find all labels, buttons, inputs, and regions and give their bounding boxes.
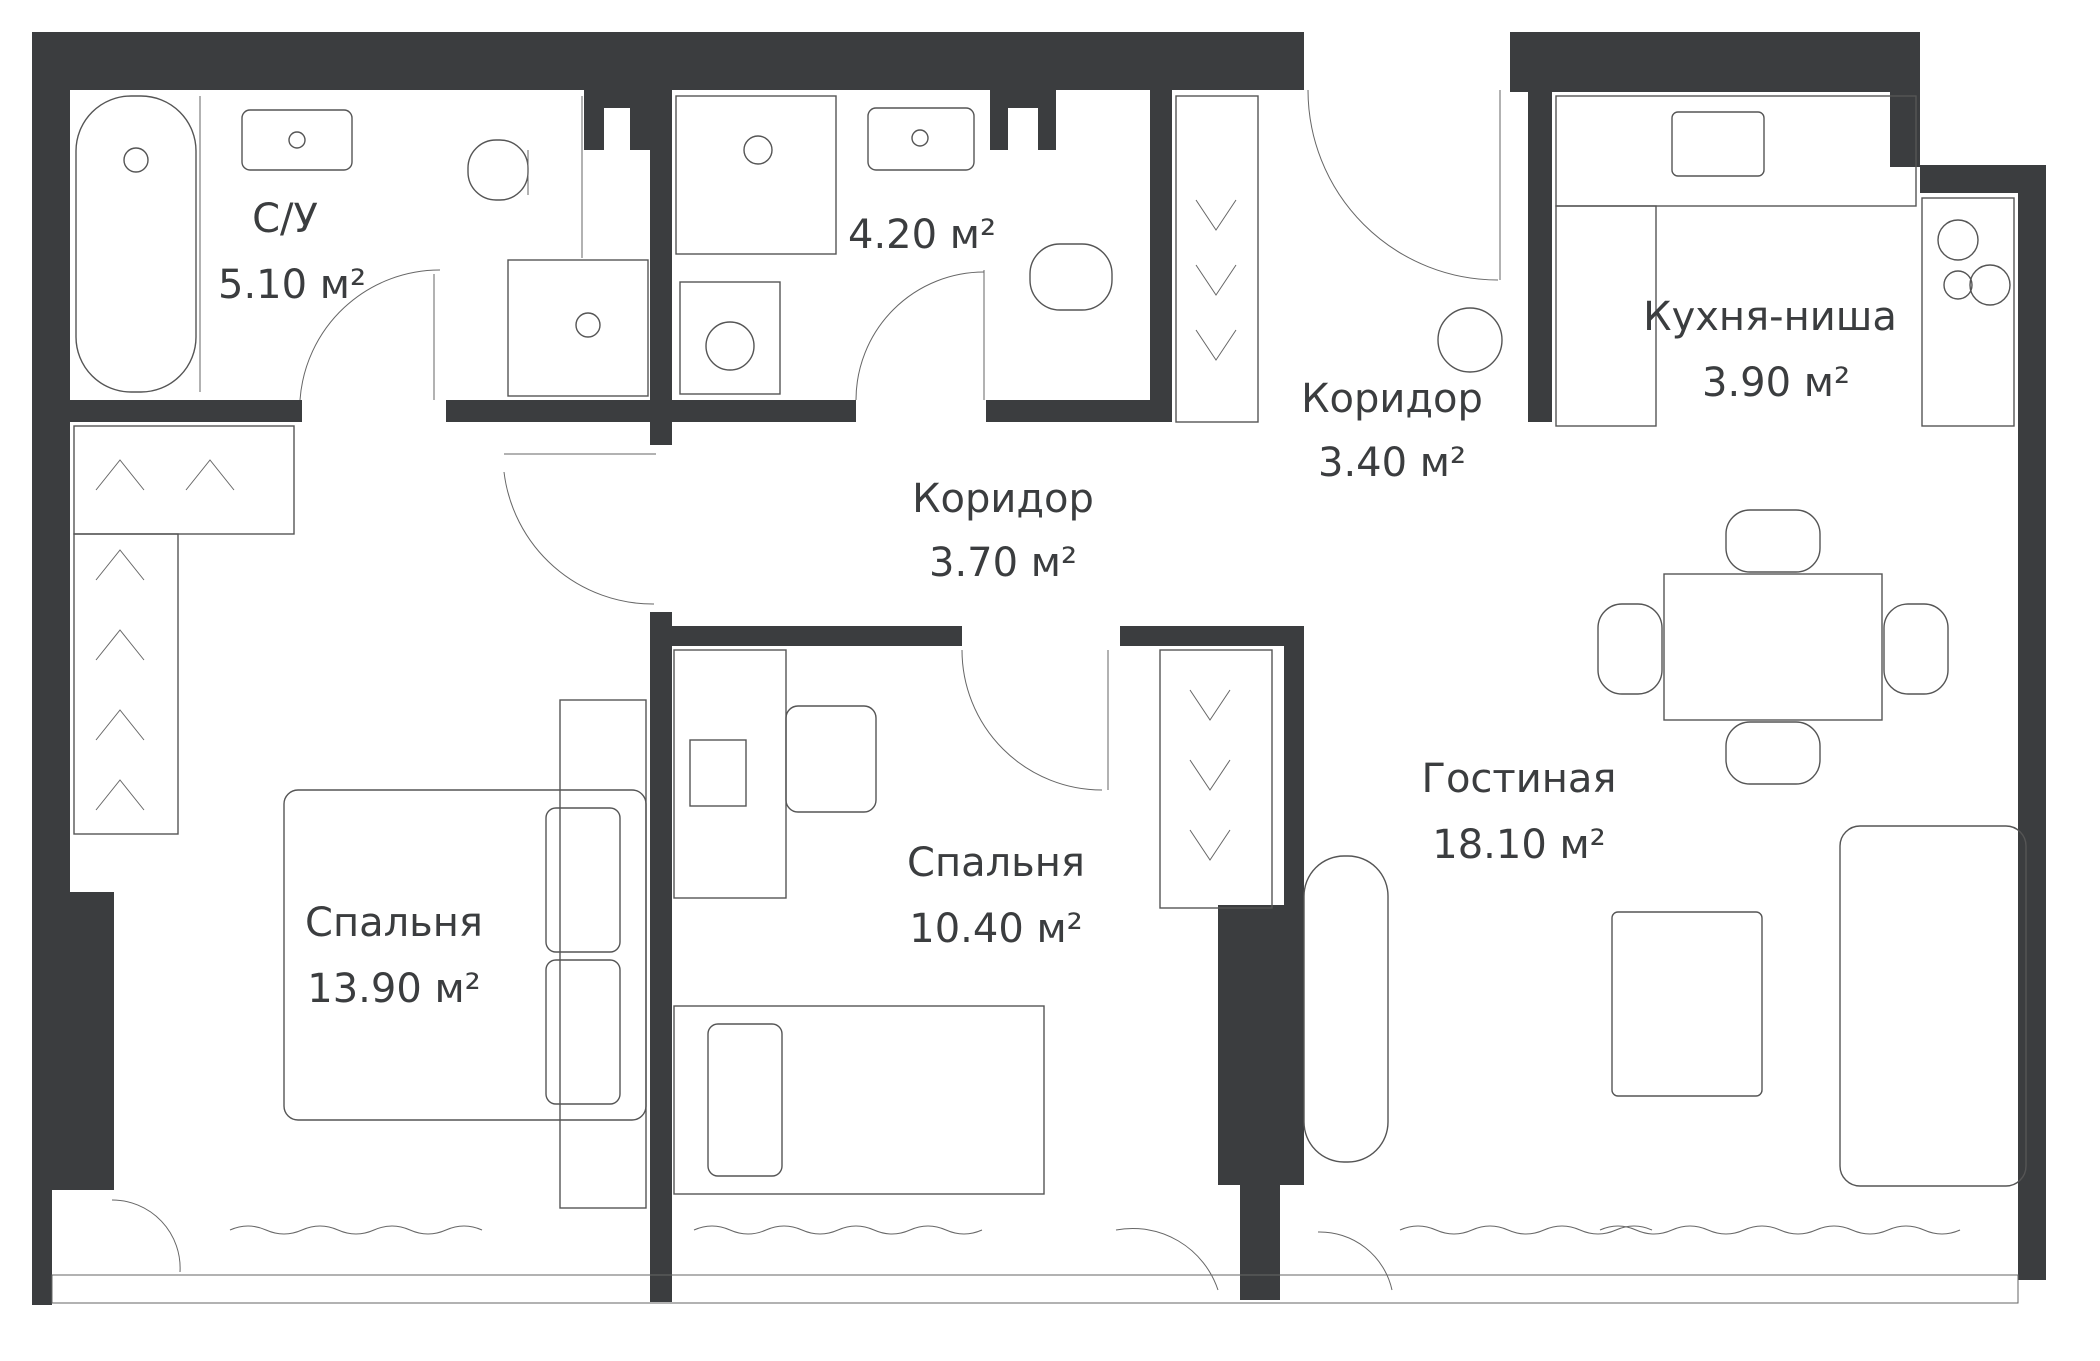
room-name-bathroom-1: С/У — [252, 196, 318, 242]
sink-icon — [1671, 111, 1765, 177]
chair-icon — [785, 705, 877, 813]
double-bed-icon — [283, 789, 647, 1121]
room-name-living-room: Гостиная — [1422, 756, 1617, 802]
bedroom-master-fixtures — [73, 425, 1219, 1291]
bathroom-1-fixtures — [75, 95, 649, 401]
room-area-kitchen-niche: 3.90 м² — [1702, 360, 1850, 406]
headboard-icon — [559, 699, 647, 1209]
room-name-corridor-entrance: Коридор — [1301, 376, 1483, 422]
room-labels: С/У 5.10 м² 4.20 м² Коридор 3.40 м² Кухн… — [218, 196, 1897, 1012]
entrance-fixtures — [1175, 89, 1503, 423]
wardrobe-icon — [1175, 95, 1259, 423]
shower-icon — [507, 259, 649, 397]
room-area-bedroom-small: 10.40 м² — [909, 906, 1082, 952]
toilet-icon — [1029, 243, 1113, 311]
single-bed-icon — [673, 1005, 1045, 1195]
kitchen-fixtures — [1555, 95, 2015, 427]
room-area-corridor-hall: 3.70 м² — [929, 540, 1077, 586]
bathtub-icon — [75, 95, 197, 393]
fridge-icon — [1555, 205, 1657, 427]
sink-icon — [867, 107, 975, 171]
room-area-bedroom-master: 13.90 м² — [307, 966, 480, 1012]
kitchen-counter — [1555, 95, 1917, 207]
room-name-bedroom-small: Спальня — [907, 840, 1085, 886]
stove-icon — [1921, 197, 2015, 427]
laptop-icon — [689, 739, 747, 807]
shower-icon — [675, 95, 837, 255]
sink-icon — [241, 109, 353, 171]
washing-machine-icon — [679, 281, 781, 395]
living-room-fixtures — [1303, 509, 2027, 1291]
bedroom-small-fixtures — [673, 649, 1273, 1195]
toilet-icon — [467, 139, 529, 201]
room-area-bathroom-1: 5.10 м² — [218, 262, 366, 308]
wardrobe-icon — [1159, 649, 1273, 909]
wardrobe-icon — [73, 425, 295, 535]
room-name-corridor-hall: Коридор — [912, 476, 1094, 522]
coffee-table-icon — [1611, 911, 1763, 1097]
room-name-kitchen-niche: Кухня-ниша — [1643, 294, 1897, 340]
walls — [32, 32, 2046, 1305]
desk-icon — [673, 649, 787, 899]
curtains — [229, 1225, 1961, 1235]
dining-table-icon — [1663, 573, 1883, 721]
room-area-bathroom-2: 4.20 м² — [848, 212, 996, 258]
bathroom-2-fixtures — [675, 95, 1113, 401]
sofa-icon — [1839, 825, 2027, 1187]
tv-stand-icon — [1303, 855, 1389, 1163]
stool-icon — [1437, 307, 1503, 373]
wardrobe-icon — [73, 533, 179, 835]
room-area-living-room: 18.10 м² — [1432, 822, 1605, 868]
room-area-corridor-entrance: 3.40 м² — [1318, 440, 1466, 486]
room-name-bedroom-master: Спальня — [305, 900, 483, 946]
